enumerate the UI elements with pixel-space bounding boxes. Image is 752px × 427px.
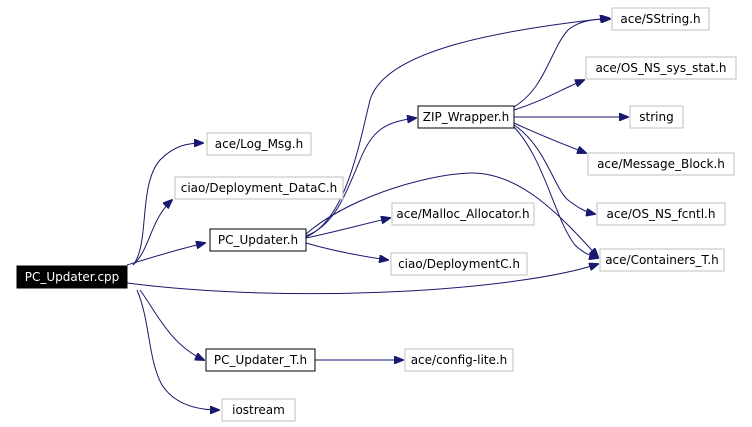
- node-os-ns-sys-stat-label: ace/OS_NS_sys_stat.h: [595, 61, 726, 75]
- node-malloc-allocator-box: [391, 202, 535, 226]
- node-config-lite-box: [404, 348, 514, 372]
- node-deploymentc[interactable]: ciao/DeploymentC.h: [390, 252, 528, 276]
- edge-pc-updater-h-to-malloc-allocator: [305, 218, 390, 239]
- node-deployment-datac-label: ciao/Deployment_DataC.h: [181, 181, 338, 195]
- node-pc-updater-cpp-label: PC_Updater.cpp: [25, 270, 120, 284]
- node-pc-updater-h[interactable]: PC_Updater.h: [209, 228, 307, 252]
- node-os-ns-fcntl[interactable]: ace/OS_NS_fcntl.h: [596, 202, 726, 226]
- edge-pc-updater-h-to-deploymentc: [305, 242, 388, 260]
- node-os-ns-fcntl-label: ace/OS_NS_fcntl.h: [607, 207, 716, 221]
- edge-zip-wrapper-to-containers-t: [513, 126, 598, 258]
- node-pc-updater-t-h-label: PC_Updater_T.h: [214, 353, 307, 367]
- node-malloc-allocator[interactable]: ace/Malloc_Allocator.h: [391, 202, 535, 226]
- node-log-msg[interactable]: ace/Log_Msg.h: [206, 132, 312, 156]
- nodes-layer: PC_Updater.cpp ace/Log_Msg.h ciao/Deploy…: [16, 7, 737, 422]
- node-sstring[interactable]: ace/SString.h: [611, 7, 710, 31]
- edge-pc-updater-cpp-to-deployment-datac: [132, 200, 172, 266]
- node-iostream-label: iostream: [232, 403, 285, 417]
- edge-pc-updater-cpp-to-containers-t: [126, 264, 598, 295]
- node-deployment-datac-box: [174, 176, 344, 200]
- node-containers-t-box: [599, 248, 725, 272]
- node-os-ns-fcntl-box: [596, 202, 726, 226]
- node-pc-updater-cpp[interactable]: PC_Updater.cpp: [16, 265, 128, 289]
- node-pc-updater-t-h[interactable]: PC_Updater_T.h: [205, 348, 316, 372]
- edge-zip-wrapper-to-sstring: [511, 19, 610, 109]
- node-zip-wrapper[interactable]: ZIP_Wrapper.h: [417, 105, 515, 129]
- node-containers-t-label: ace/Containers_T.h: [605, 253, 719, 267]
- node-deploymentc-box: [390, 252, 528, 276]
- node-os-ns-sys-stat[interactable]: ace/OS_NS_sys_stat.h: [585, 56, 737, 80]
- edge-pc-updater-cpp-to-iostream: [136, 289, 219, 410]
- node-string-label: string: [639, 110, 673, 124]
- node-sstring-box: [611, 7, 710, 31]
- node-message-block-box: [587, 152, 735, 176]
- node-iostream[interactable]: iostream: [221, 398, 296, 422]
- edge-pc-updater-h-to-zip-wrapper: [305, 118, 416, 237]
- edge-zip-wrapper-to-os-ns-sys-stat: [513, 80, 584, 111]
- node-os-ns-sys-stat-box: [585, 56, 737, 80]
- edge-zip-wrapper-to-os-ns-fcntl: [513, 124, 595, 214]
- node-deployment-datac[interactable]: ciao/Deployment_DataC.h: [174, 176, 344, 200]
- edge-pc-updater-cpp-to-log-msg: [132, 143, 203, 266]
- node-config-lite-label: ace/config-lite.h: [411, 353, 508, 367]
- node-zip-wrapper-label: ZIP_Wrapper.h: [423, 110, 509, 124]
- edge-pc-updater-h-to-sstring: [305, 18, 609, 238]
- node-message-block-label: ace/Message_Block.h: [597, 157, 725, 171]
- node-iostream-box: [221, 398, 296, 422]
- node-string[interactable]: string: [629, 105, 684, 129]
- node-malloc-allocator-label: ace/Malloc_Allocator.h: [396, 207, 529, 221]
- node-pc-updater-h-label: PC_Updater.h: [218, 233, 298, 247]
- edge-zip-wrapper-to-message-block: [513, 122, 586, 153]
- node-containers-t[interactable]: ace/Containers_T.h: [599, 248, 725, 272]
- node-log-msg-label: ace/Log_Msg.h: [215, 137, 303, 151]
- node-pc-updater-t-h-box: [205, 348, 316, 372]
- node-deploymentc-label: ciao/DeploymentC.h: [398, 257, 520, 271]
- node-message-block[interactable]: ace/Message_Block.h: [587, 152, 735, 176]
- node-pc-updater-h-box: [209, 228, 307, 252]
- node-sstring-label: ace/SString.h: [620, 12, 700, 26]
- edge-pc-updater-cpp-to-pc-updater-h: [126, 243, 205, 266]
- node-pc-updater-cpp-box: [16, 265, 128, 289]
- node-config-lite[interactable]: ace/config-lite.h: [404, 348, 514, 372]
- node-string-box: [629, 105, 684, 129]
- node-log-msg-box: [206, 132, 312, 156]
- edge-pc-updater-cpp-to-pc-updater-t-h: [139, 289, 204, 360]
- edges-layer: [126, 18, 628, 410]
- node-zip-wrapper-box: [417, 105, 515, 129]
